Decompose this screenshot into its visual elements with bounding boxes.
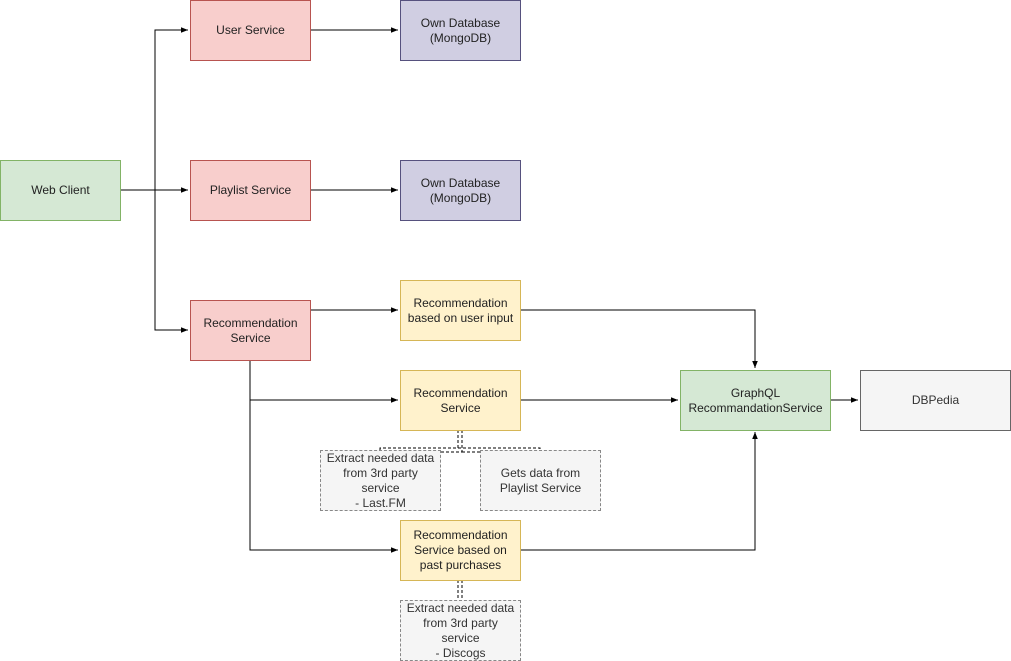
playlist-service-node[interactable]: Playlist Service — [190, 160, 311, 221]
dbpedia-node[interactable]: DBPedia — [860, 370, 1011, 431]
recommendation-service-node[interactable]: Recommendation Service — [190, 300, 311, 361]
recommendation-subservice-node[interactable]: Recommendation Service — [400, 370, 521, 431]
recommendation-past-purchases-node[interactable]: Recommendation Service based on past pur… — [400, 520, 521, 581]
edge-client-to-recommendation-service — [154, 190, 188, 333]
edge-user-input-to-graphql — [520, 309, 758, 368]
recommendation-user-input-node[interactable]: Recommendation based on user input — [400, 280, 521, 341]
note-link-rec-service — [379, 430, 541, 453]
edge-rec-to-past-purchases — [249, 400, 398, 553]
graphql-service-node[interactable]: GraphQL RecommandationService — [680, 370, 831, 431]
web-client-node[interactable]: Web Client — [0, 160, 121, 221]
note-discogs[interactable]: Extract needed data from 3rd party servi… — [400, 600, 521, 661]
user-database-node[interactable]: Own Database (MongoDB) — [400, 0, 521, 61]
edge-rec-to-rec-service — [249, 360, 398, 403]
playlist-database-node[interactable]: Own Database (MongoDB) — [400, 160, 521, 221]
note-lastfm[interactable]: Extract needed data from 3rd party servi… — [320, 450, 441, 511]
edge-client-to-user-service — [120, 27, 188, 191]
user-service-node[interactable]: User Service — [190, 0, 311, 61]
edge-past-purchases-to-graphql — [520, 432, 758, 551]
note-playlist-data[interactable]: Gets data from Playlist Service — [480, 450, 601, 511]
note-link-past-purchases — [457, 580, 463, 600]
